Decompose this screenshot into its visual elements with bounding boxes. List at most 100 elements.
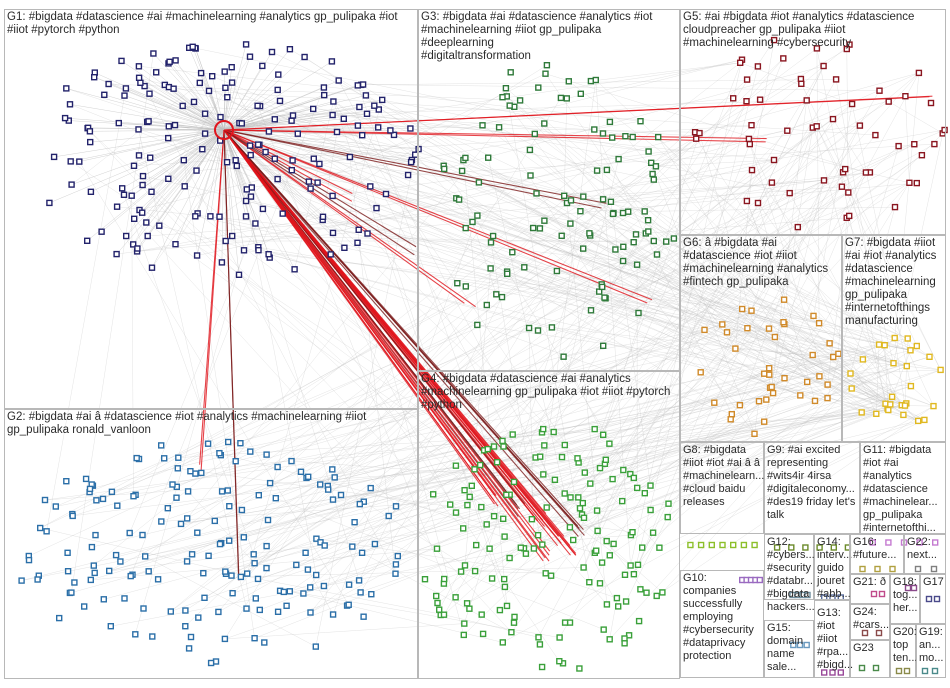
node[interactable]: [172, 57, 179, 64]
node[interactable]: [93, 497, 100, 504]
node[interactable]: [66, 101, 74, 108]
node[interactable]: [25, 556, 33, 564]
node[interactable]: [664, 513, 671, 521]
node[interactable]: [904, 584, 912, 592]
node[interactable]: [171, 121, 179, 129]
node[interactable]: [130, 162, 138, 170]
node[interactable]: [254, 141, 262, 148]
node[interactable]: [501, 533, 508, 540]
node[interactable]: [316, 160, 323, 168]
node[interactable]: [182, 623, 189, 630]
node[interactable]: [887, 401, 894, 408]
node[interactable]: [335, 77, 342, 84]
node[interactable]: [64, 549, 71, 556]
node[interactable]: [507, 69, 514, 76]
node[interactable]: [622, 598, 630, 605]
node[interactable]: [457, 568, 465, 575]
node[interactable]: [561, 192, 568, 200]
node[interactable]: [577, 90, 584, 98]
node[interactable]: [252, 595, 260, 602]
node[interactable]: [243, 605, 250, 612]
node[interactable]: [542, 70, 549, 77]
node[interactable]: [499, 639, 506, 646]
node[interactable]: [541, 120, 548, 127]
node[interactable]: [499, 93, 506, 101]
node[interactable]: [915, 417, 922, 425]
node[interactable]: [603, 166, 611, 174]
node[interactable]: [362, 92, 370, 99]
node[interactable]: [183, 558, 191, 565]
node[interactable]: [693, 135, 700, 142]
node[interactable]: [744, 325, 751, 332]
node[interactable]: [797, 392, 804, 399]
node[interactable]: [187, 468, 194, 475]
node[interactable]: [517, 544, 524, 551]
node[interactable]: [813, 45, 821, 52]
node[interactable]: [586, 579, 593, 586]
node[interactable]: [541, 217, 548, 224]
node[interactable]: [697, 541, 705, 549]
node[interactable]: [826, 340, 833, 347]
node[interactable]: [319, 213, 327, 221]
node[interactable]: [748, 121, 755, 129]
node[interactable]: [175, 454, 182, 461]
node[interactable]: [121, 595, 128, 602]
node[interactable]: [304, 566, 312, 573]
node[interactable]: [228, 79, 236, 86]
node[interactable]: [743, 76, 751, 83]
node[interactable]: [556, 634, 563, 641]
node[interactable]: [238, 506, 246, 514]
node[interactable]: [511, 613, 518, 621]
node[interactable]: [215, 608, 222, 616]
node[interactable]: [615, 603, 622, 610]
node[interactable]: [534, 532, 542, 539]
node[interactable]: [462, 224, 469, 232]
node[interactable]: [581, 469, 588, 476]
node[interactable]: [763, 396, 770, 403]
node[interactable]: [486, 545, 493, 552]
node[interactable]: [262, 148, 269, 156]
node[interactable]: [43, 528, 50, 535]
node[interactable]: [76, 158, 83, 165]
node[interactable]: [310, 155, 317, 162]
node[interactable]: [748, 307, 755, 314]
node[interactable]: [499, 437, 506, 445]
node[interactable]: [152, 69, 160, 76]
node[interactable]: [561, 441, 568, 449]
node[interactable]: [493, 459, 501, 466]
node[interactable]: [889, 565, 896, 573]
node[interactable]: [842, 165, 849, 173]
node[interactable]: [567, 220, 574, 227]
node[interactable]: [773, 544, 781, 551]
node[interactable]: [156, 222, 163, 229]
node[interactable]: [803, 97, 810, 104]
node[interactable]: [204, 440, 212, 447]
node[interactable]: [120, 191, 128, 199]
node[interactable]: [641, 490, 648, 497]
node[interactable]: [91, 569, 98, 577]
node[interactable]: [765, 325, 773, 332]
node[interactable]: [890, 360, 897, 367]
node[interactable]: [86, 128, 94, 135]
node[interactable]: [820, 62, 827, 70]
node[interactable]: [256, 606, 263, 614]
node[interactable]: [859, 565, 866, 573]
node[interactable]: [158, 518, 165, 525]
node[interactable]: [134, 245, 141, 252]
node[interactable]: [302, 549, 309, 556]
node[interactable]: [794, 223, 801, 231]
node[interactable]: [222, 237, 229, 245]
node[interactable]: [637, 586, 644, 593]
node[interactable]: [371, 102, 378, 109]
node[interactable]: [509, 248, 516, 256]
node[interactable]: [105, 80, 112, 88]
node[interactable]: [580, 245, 587, 252]
node[interactable]: [856, 122, 864, 129]
node[interactable]: [87, 576, 95, 584]
node[interactable]: [540, 471, 547, 478]
node[interactable]: [766, 365, 773, 372]
node[interactable]: [164, 134, 172, 142]
node[interactable]: [99, 495, 107, 503]
node[interactable]: [222, 84, 229, 92]
node[interactable]: [385, 512, 392, 520]
